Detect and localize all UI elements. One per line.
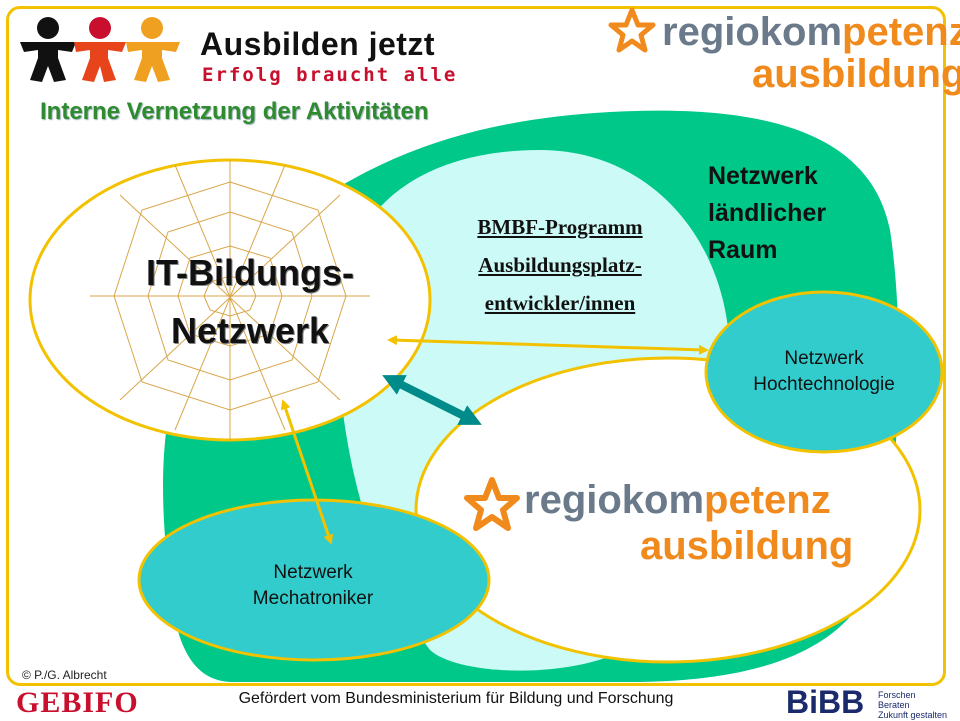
bmbf-label-line: BMBF-Programm	[477, 215, 643, 239]
regio-star-center-icon	[464, 477, 520, 531]
regio-logo-center-word-b: petenz	[704, 478, 831, 522]
it-network-ellipse	[28, 158, 432, 442]
rural-label-line: Raum	[708, 236, 778, 264]
arrow-it-regio	[382, 375, 482, 425]
hightech-network-circle	[704, 290, 944, 454]
gebifo-logo: GEBIFO	[16, 686, 139, 719]
arrow-it-hightech	[387, 335, 709, 355]
brand-slogan: Erfolg braucht alle	[202, 64, 458, 86]
bmbf-program-label: BMBF-Programm Ausbildungsplatz- entwickl…	[420, 208, 700, 322]
it-network-label: IT-Bildungs- Netzwerk	[70, 244, 430, 360]
spider-web-icon	[90, 160, 370, 440]
bmbf-label-line: entwickler/innen	[484, 291, 636, 315]
funding-note: Gefördert vom Bundesministerium für Bild…	[238, 690, 674, 707]
people-logo-icon	[20, 17, 180, 82]
bibb-tagline: Forschen Beraten Zukunft gestalten	[878, 690, 960, 720]
regio-logo-center-word-c: ausbildung	[640, 524, 854, 568]
regio-logo-top: regiokompetenz	[662, 10, 960, 55]
mechatronics-network-label: Netzwerk Mechatroniker	[140, 560, 486, 612]
it-label-line: Netzwerk	[170, 310, 330, 351]
mecha-label-line: Netzwerk	[273, 562, 353, 583]
rural-network-label: Netzwerk ländlicher Raum	[708, 158, 908, 269]
bibb-logo: BiBB	[786, 684, 865, 720]
regio-logo-top-word-a: regiokom	[662, 10, 843, 54]
hightech-label-line: Netzwerk	[784, 348, 864, 369]
brand-title: Ausbilden jetzt	[200, 26, 436, 62]
mecha-label-line: Mechatroniker	[252, 588, 374, 609]
page-title: Interne Vernetzung der Aktivitäten	[40, 98, 429, 125]
hightech-label-line: Hochtechnologie	[753, 374, 895, 395]
regio-logo-center-word-a: regiokom	[524, 478, 705, 522]
bibb-tagline-line: Forschen	[878, 690, 916, 700]
copyright-note: © P./G. Albrecht	[22, 668, 107, 682]
arrow-it-mechatronics	[280, 399, 334, 545]
bmbf-label-line: Ausbildungsplatz-	[478, 253, 642, 277]
regio-star-top-icon	[608, 7, 656, 53]
hightech-network-label: Netzwerk Hochtechnologie	[706, 346, 942, 398]
rural-label-line: ländlicher	[708, 199, 827, 227]
bibb-tagline-line: Zukunft gestalten	[878, 710, 948, 720]
regio-logo-top-word-c: ausbildung	[752, 52, 960, 96]
slide-frame	[6, 6, 946, 686]
bibb-tagline-line: Beraten	[878, 700, 910, 710]
rural-label-line: Netzwerk	[708, 162, 818, 190]
regio-logo-top-word-b: petenz	[842, 10, 960, 54]
regio-logo-center: regiokompetenz	[524, 478, 831, 523]
it-label-line: IT-Bildungs-	[146, 252, 354, 293]
